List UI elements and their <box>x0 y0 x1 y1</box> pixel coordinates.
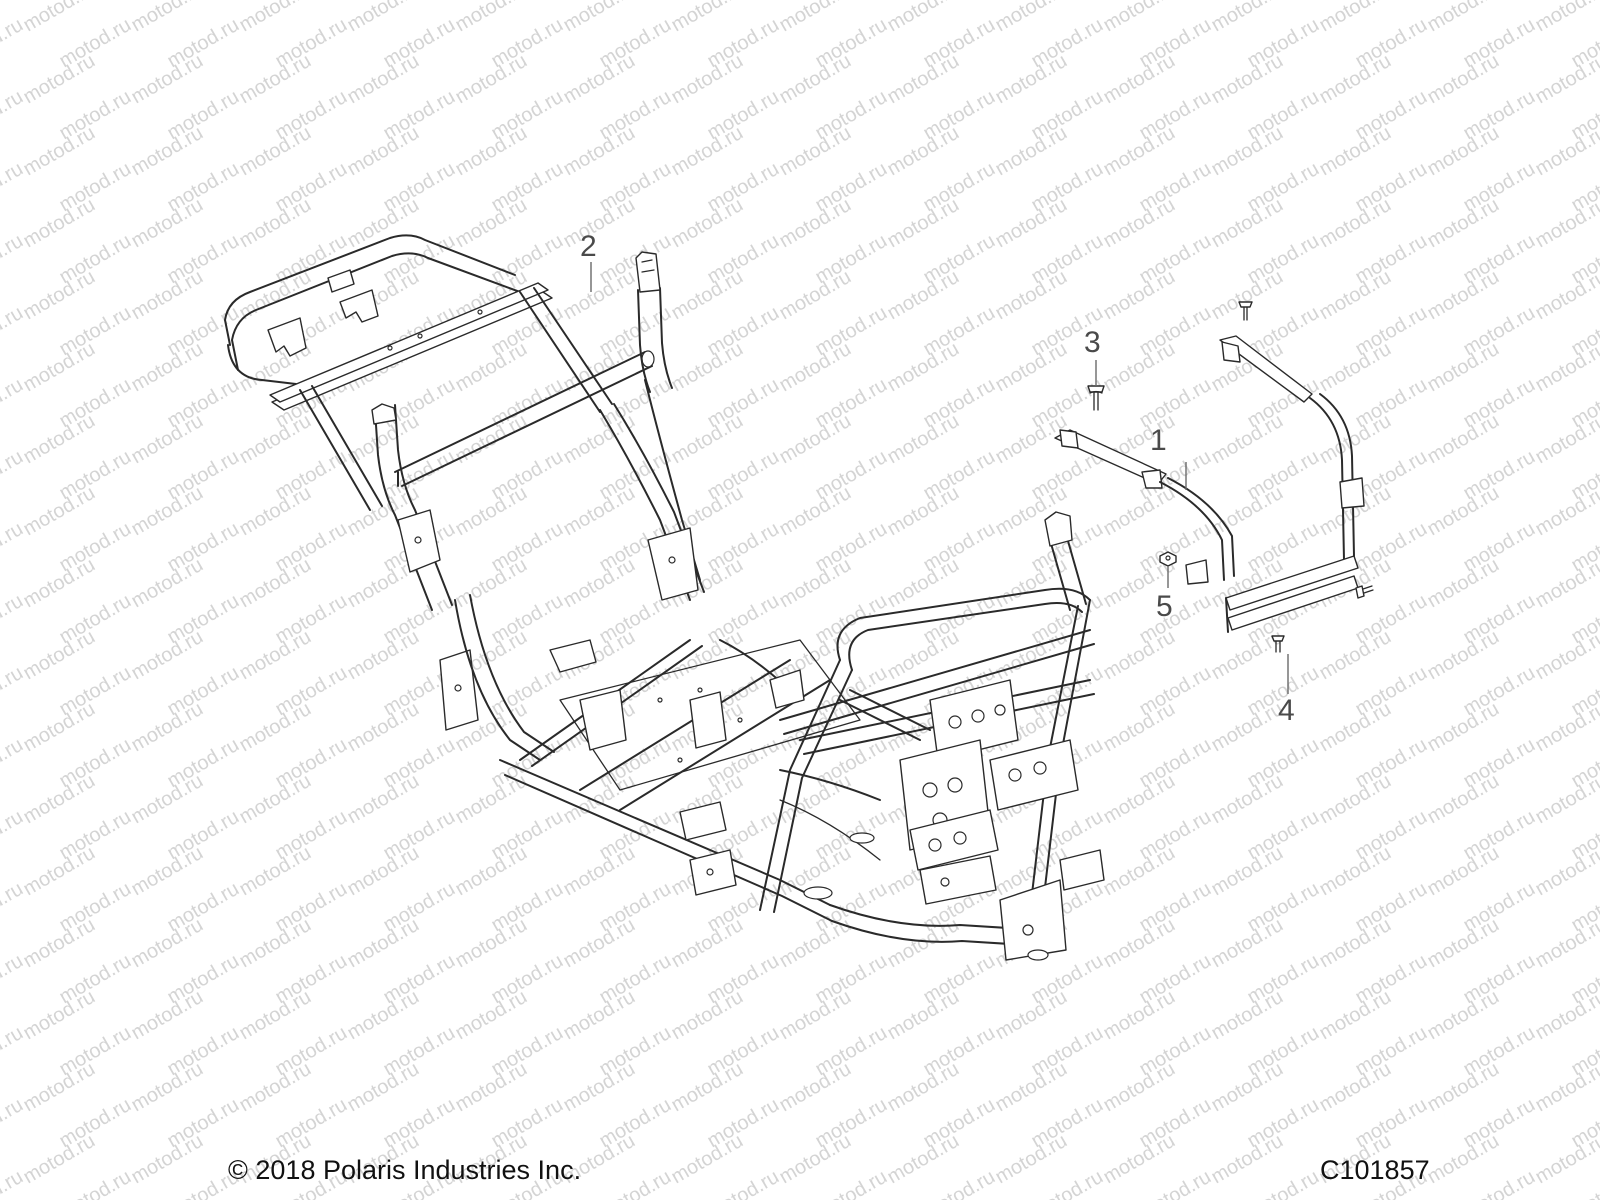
callout-4: 4 <box>1278 654 1295 727</box>
watermark-text: motod.ru <box>1136 1166 1215 1200</box>
copyright-notice: © 2018 Polaris Industries Inc. <box>228 1155 582 1185</box>
callout-4-label: 4 <box>1278 694 1295 727</box>
watermark-text: motod.ru <box>1532 410 1600 469</box>
bolt-drawing-lower <box>1271 635 1285 653</box>
watermark-text: motod.ru <box>452 0 531 36</box>
watermark-text: motod.ru <box>992 0 1071 36</box>
bolt-drawing <box>1087 385 1105 411</box>
callout-3-label: 3 <box>1084 326 1101 359</box>
watermark-text: motod.ru <box>236 0 315 36</box>
watermark-text: motod.ru <box>1532 986 1600 1045</box>
watermark-text: motod.ru <box>1532 482 1600 541</box>
watermark-text: motod.ru <box>1244 1166 1323 1200</box>
watermark-text: motod.ru <box>884 0 963 36</box>
watermark-text: motod.ru <box>596 1166 675 1200</box>
watermark-text: motod.ru <box>1532 266 1600 325</box>
watermark-text: motod.ru <box>1532 842 1600 901</box>
watermark-text: motod.ru <box>1532 338 1600 397</box>
watermark-text: motod.ru <box>920 1166 999 1200</box>
watermark-text: motod.ru <box>1532 914 1600 973</box>
watermark-text: motod.ru <box>128 0 207 36</box>
bolt-drawing-side <box>1355 585 1374 599</box>
main-frame-drawing <box>224 234 1105 961</box>
watermark-text: motod.ru <box>1532 698 1600 757</box>
callout-2-label: 2 <box>580 230 597 263</box>
watermark-text: motod.ru <box>1532 0 1600 36</box>
watermark-text: motod.ru <box>1424 0 1503 36</box>
watermark-text: motod.ru <box>1100 0 1179 36</box>
bracket-assembly-drawing <box>1054 335 1365 633</box>
watermark-text: motod.ru <box>1208 0 1287 36</box>
watermark-text: motod.ru <box>1532 626 1600 685</box>
watermark-text: motod.ru <box>668 0 747 36</box>
watermark-text: motod.ru <box>560 0 639 36</box>
callout-5: 5 <box>1156 566 1173 623</box>
callout-3: 3 <box>1084 326 1101 386</box>
watermark-text: motod.ru <box>1028 1166 1107 1200</box>
bolt-drawing-upper <box>1238 301 1253 321</box>
watermark-text: motod.ru <box>56 1166 135 1200</box>
callout-2: 2 <box>580 230 597 292</box>
watermark-text: motod.ru <box>1532 122 1600 181</box>
watermark-text: motod.ru <box>1316 0 1395 36</box>
watermark-text: motod.ru <box>812 1166 891 1200</box>
watermark-text: motod.ru <box>1532 50 1600 109</box>
watermark-text: motod.ru <box>704 1166 783 1200</box>
callout-1-label: 1 <box>1150 424 1167 457</box>
watermark-text: motod.ru <box>1532 1130 1600 1189</box>
callout-1: 1 <box>1150 424 1187 490</box>
watermark-text: motod.ru <box>776 0 855 36</box>
watermark-text: motod.ru <box>344 0 423 36</box>
callout-5-label: 5 <box>1156 590 1173 623</box>
watermark-text: motod.ru <box>1532 1058 1600 1117</box>
drawing-number: C101857 <box>1320 1155 1430 1185</box>
watermark-text: motod.ru <box>20 0 99 36</box>
watermark-text: motod.ru <box>1532 770 1600 829</box>
watermark-text: motod.ru <box>1532 554 1600 613</box>
callouts: 1 2 3 4 5 <box>580 230 1295 727</box>
watermark-text: motod.ru <box>1532 194 1600 253</box>
nut-drawing <box>1159 551 1177 567</box>
watermark-text: motod.ru <box>1460 1166 1539 1200</box>
